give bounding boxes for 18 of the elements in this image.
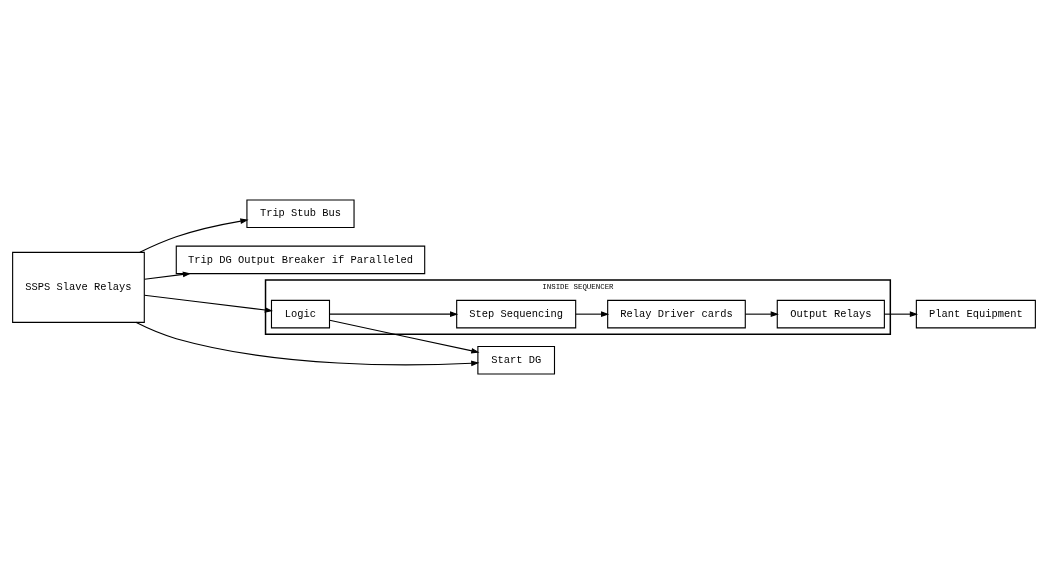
arrow (744, 311, 779, 317)
node-box: Trip Stub Bus (246, 199, 355, 229)
node-box: Trip DG Output Breaker if Paralleled (175, 245, 426, 275)
node-box: SSPS Slave Relays (12, 251, 145, 323)
node-box: Start DG (477, 345, 556, 375)
arrow (883, 311, 919, 317)
node-box: Relay Driver cards (607, 299, 746, 329)
arrow (329, 319, 480, 354)
arrow (135, 321, 480, 367)
node-box: Output Relays (776, 299, 885, 329)
node-box: Plant Equipment (915, 299, 1036, 329)
arrow (139, 218, 249, 253)
node-box: Logic (270, 299, 331, 329)
arrow (575, 311, 610, 317)
arrow (143, 271, 192, 280)
arrow (143, 294, 273, 313)
arrow (329, 311, 459, 317)
node-box: Step Sequencing (456, 299, 577, 329)
